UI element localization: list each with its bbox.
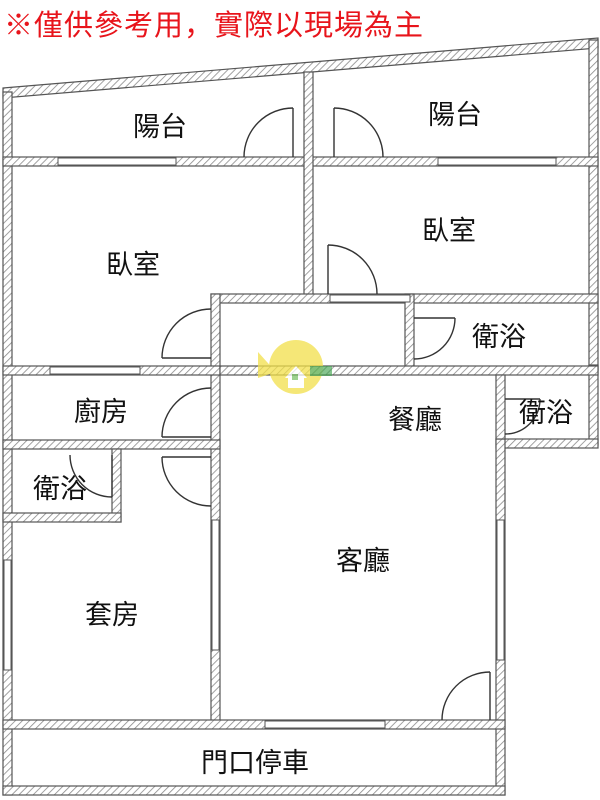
label-balcony-right: 陽台	[428, 100, 482, 131]
door-bedroom-left	[161, 308, 212, 359]
disclaimer-text: ※僅供參考用，實際以現場為主	[4, 8, 425, 42]
top-slanted-wall	[2, 37, 599, 99]
living-left-wall	[210, 293, 221, 725]
wall-openings	[3, 157, 557, 729]
dining-top-wall	[219, 365, 599, 376]
label-bedroom-left: 臥室	[106, 250, 160, 281]
door-bath-lower-right	[504, 398, 541, 435]
door-balcony-left	[243, 107, 294, 158]
step-wall-horizontal	[495, 438, 599, 449]
window-balcony-left-1	[57, 157, 177, 166]
door-bedroom-right	[327, 244, 378, 295]
upper-bath-left-wall	[404, 293, 415, 371]
door-bath-upper-right	[413, 317, 456, 360]
label-bedroom-right: 臥室	[422, 216, 476, 247]
center-vertical-wall-upper	[303, 71, 314, 299]
doors	[69, 107, 541, 721]
door-balcony-right	[333, 107, 384, 158]
window-living-bottom	[264, 720, 386, 729]
balcony-bedroom-wall	[2, 156, 599, 167]
label-suite: 套房	[85, 600, 139, 631]
right-outer-wall-lower	[588, 364, 599, 446]
left-bath-bottom-wall	[2, 512, 122, 523]
label-living: 客廳	[336, 546, 390, 577]
window-dining-right	[496, 519, 505, 661]
door-living-main	[441, 671, 491, 721]
label-bathroom-left: 衛浴	[33, 474, 87, 505]
watermark-logo	[258, 340, 332, 394]
bottom-outer-wall	[2, 785, 506, 796]
door-bath-left	[69, 454, 113, 498]
label-balcony-left: 陽台	[133, 112, 187, 143]
label-parking: 門口停車	[201, 748, 309, 779]
label-bathroom-upper-right: 衛浴	[472, 322, 526, 353]
window-parking-left	[3, 559, 12, 671]
window-kitchen	[49, 366, 141, 375]
door-suite	[161, 456, 212, 507]
right-outer-wall-upper	[588, 39, 599, 371]
label-kitchen: 廚房	[74, 397, 128, 428]
window-living-left	[211, 519, 220, 651]
label-dining: 餐廳	[388, 405, 442, 436]
kitchen-bottom-wall	[2, 439, 221, 450]
window-balcony-right-1	[437, 157, 557, 166]
lower-bath-left-wall	[495, 374, 506, 440]
parking-top-wall	[2, 719, 506, 730]
left-bath-right-wall	[111, 448, 122, 523]
window-bedroom-right	[329, 294, 411, 303]
door-kitchen	[161, 387, 212, 438]
label-bathroom-lower-right: 衛浴	[519, 398, 573, 429]
room-labels: 陽台 陽台 臥室 臥室 衛浴 廚房 餐廳 衛浴 衛浴 客廳 套房 門口停車	[33, 100, 573, 779]
